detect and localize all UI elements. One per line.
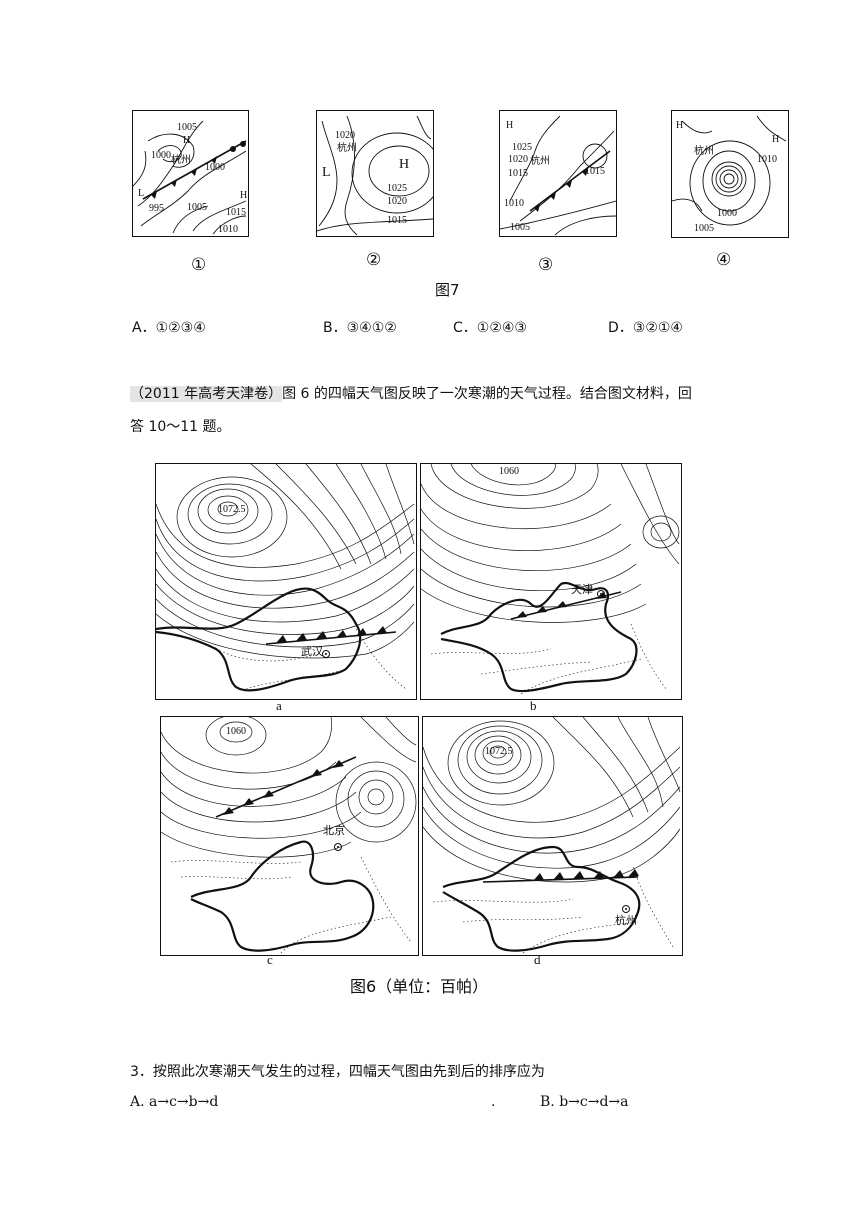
figure6-caption: 图6（单位：百帕） [350, 977, 489, 996]
intro-line-1: （2011 年高考天津卷）图 6 的四幅天气图反映了一次寒潮的天气过程。结合图文… [130, 383, 692, 403]
fig6-map-b-isobars [421, 464, 680, 695]
fig7-option-d: D．③②①④ [608, 320, 683, 336]
city-label: 杭州 [615, 914, 637, 927]
fig7-map-2: 1020 杭州 L H 1025 1020 1015 [316, 110, 434, 237]
city-label: 北京 [323, 824, 345, 837]
fig7-map-1: 1005 H 1000 杭州 1000 L 995 1005 H 1015 10… [132, 110, 249, 237]
fig7-map-1-isobars [133, 120, 247, 235]
fig6-map-d: 1072.5 杭州 [422, 716, 683, 956]
fig7-map-3: H 1025 1020 杭州 1015 1015 1010 1005 [499, 110, 617, 237]
city-label-hangzhou: 杭州 [530, 156, 550, 167]
isobar-label: 995 [149, 203, 164, 214]
fig6-map-c-isobars [161, 717, 417, 954]
question-option-b: B. b→c→d→a [540, 1094, 629, 1110]
isobar-label: 1015 [508, 168, 528, 179]
isobar-label: 1015 [387, 215, 407, 226]
high-pressure-label: H [772, 134, 780, 145]
fig6-panel-letter: d [534, 952, 541, 967]
isobar-label: 1005 [177, 122, 197, 133]
fig7-panel-number: ① [191, 255, 207, 275]
center-pressure-label: 1060 [499, 466, 519, 477]
high-pressure-label: H [676, 120, 684, 131]
intro-line-2: 答 10～11 题。 [130, 419, 231, 435]
fig7-option-b: B．③④①② [323, 320, 397, 336]
isobar-label: 1005 [187, 202, 207, 213]
fig7-option-a: A．①②③④ [132, 320, 206, 336]
fig7-map-4: H 杭州 1010 H 1000 1005 [671, 110, 789, 238]
isobar-label: 1010 [757, 154, 777, 165]
city-label-hangzhou: 杭州 [694, 146, 714, 157]
fig7-map-2-isobars [317, 115, 433, 236]
center-pressure-label: 1072.5 [218, 504, 246, 515]
intro-text: 图 6 的四幅天气图反映了一次寒潮的天气过程。结合图文材料，回 [282, 386, 692, 402]
isobar-label: 1025 [512, 142, 532, 153]
fig6-map-a: 1072.5 武汉 [155, 463, 417, 700]
city-label-hangzhou: 杭州 [337, 143, 357, 154]
isobar-label: 1000 [205, 162, 225, 173]
isobar-label: 1015 [585, 166, 605, 177]
source-tag: （2011 年高考天津卷） [130, 386, 283, 402]
fig6-map-d-isobars [423, 717, 681, 954]
fig6-panel-letter: a [276, 698, 282, 713]
isobar-label: 1020 [508, 154, 528, 165]
fig6-panel-letter: c [267, 952, 273, 967]
high-pressure-label: H [240, 190, 248, 201]
fig6-panel-letter: b [530, 698, 537, 713]
high-pressure-label: H [183, 135, 191, 146]
fig7-option-c: C．①②④③ [453, 320, 527, 336]
center-pressure-label: 1072.5 [485, 746, 513, 757]
question-option-a: A. a→c→b→d [130, 1094, 219, 1110]
isobar-label: 1025 [387, 183, 407, 194]
question-stem: 3．按照此次寒潮天气发生的过程，四幅天气图由先到后的排序应为 [130, 1064, 545, 1080]
fig7-map-3-isobars [500, 115, 616, 236]
isobar-label: 1020 [387, 196, 407, 207]
isobar-label: 1005 [694, 223, 714, 234]
fig7-map-4-isobars [672, 115, 787, 226]
fig6-map-c: 1060 北京 [160, 716, 419, 956]
isobar-label: 1010 [504, 198, 524, 209]
fig7-panel-number: ③ [538, 255, 554, 275]
stray-dot: . [491, 1094, 496, 1110]
low-pressure-label: L [322, 165, 331, 180]
isobar-label: 1015 [226, 207, 246, 218]
high-pressure-label: H [506, 120, 514, 131]
city-label: 天津 [571, 583, 593, 596]
fig6-map-a-isobars [156, 464, 415, 692]
city-label: 武汉 [301, 645, 323, 658]
low-pressure-label: L [138, 188, 145, 199]
fig6-map-b: 1060 天津 [420, 463, 682, 700]
figure7-caption: 图7 [435, 281, 460, 299]
high-pressure-label: H [399, 157, 410, 172]
isobar-label: 1000 [151, 150, 171, 161]
center-pressure-label: 1060 [226, 726, 246, 737]
fig7-panel-number: ④ [716, 250, 732, 270]
city-label-hangzhou: 杭州 [171, 155, 191, 166]
isobar-label: 1000 [717, 208, 737, 219]
isobar-label: 1020 [335, 130, 355, 141]
isobar-label: 1005 [510, 222, 530, 233]
fig7-panel-number: ② [366, 250, 382, 270]
isobar-label: 1010 [218, 224, 238, 235]
